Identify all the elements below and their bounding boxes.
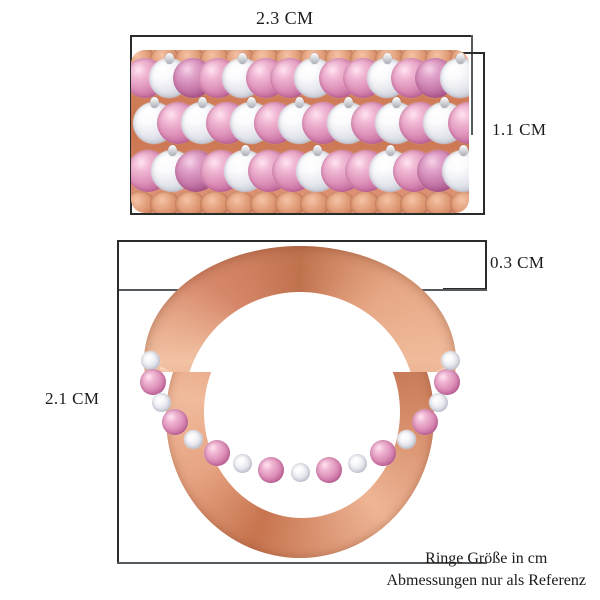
scallop-arc: [375, 191, 405, 213]
prong-setting: [440, 97, 450, 108]
crown-gemstone-pink: [203, 440, 230, 467]
crown-gemstone-white: [140, 350, 160, 370]
dimension-label-height: 1.1 CM: [492, 120, 547, 139]
ring-side-view-image: [130, 240, 470, 560]
ring-front-view-image: [131, 50, 469, 213]
scallop-arc: [200, 191, 230, 213]
gemstone-white: [439, 58, 469, 98]
ring-crown: [138, 240, 462, 372]
crown-gemstone-pink: [162, 409, 189, 436]
crown-gemstone-white: [233, 453, 253, 473]
prong-setting: [240, 145, 250, 156]
prong-setting: [343, 97, 353, 108]
prong-setting: [246, 97, 256, 108]
prong-setting: [237, 53, 247, 64]
prong-setting: [383, 53, 392, 64]
measure-line-profile-left: [117, 240, 119, 564]
measure-line-thickness-right: [485, 240, 487, 290]
prong-setting: [392, 97, 401, 108]
scallop-edge-bottom: [131, 191, 469, 213]
measure-line-profile-bottom: [117, 562, 487, 564]
prong-setting: [313, 145, 323, 156]
scallop-arc: [350, 191, 380, 213]
prong-setting: [198, 97, 208, 108]
crown-gemstone-pink: [139, 368, 166, 395]
crown-gemstone-pink: [316, 456, 343, 483]
measure-line-height-bottom: [443, 213, 485, 215]
crown-gemstone-white: [151, 393, 171, 413]
crown-gemstone-pink: [434, 368, 461, 395]
dimension-label-overall-height: 2.1 CM: [45, 389, 100, 408]
scallop-arc: [325, 191, 355, 213]
scallop-arc: [131, 191, 155, 213]
measure-line-top-horizontal: [130, 35, 473, 37]
scallop-arc: [300, 191, 330, 213]
crown-gemstone-white: [440, 350, 460, 370]
measure-line-profile-top: [117, 240, 487, 242]
caption-line-2: Abmessungen nur als Referenz: [386, 572, 587, 589]
crown-gemstone-white: [347, 453, 367, 473]
prong-setting: [165, 53, 175, 64]
dimension-label-width: 2.3 CM: [256, 8, 314, 28]
prong-setting: [150, 97, 159, 108]
scallop-arc: [450, 191, 469, 213]
caption-block: Ringe Größe in cm Abmessungen nur als Re…: [387, 548, 587, 592]
prong-setting: [295, 97, 305, 108]
scallop-arc: [400, 191, 430, 213]
prong-setting: [168, 145, 178, 156]
measure-line-height-right: [483, 52, 485, 215]
prong-setting: [455, 53, 465, 64]
measure-line-face-bottom: [130, 213, 473, 215]
measure-line-face-right-inner: [471, 35, 473, 135]
crown-gemstone-white: [184, 429, 204, 449]
prong-setting: [458, 145, 468, 156]
crown-gemstone-white: [290, 462, 310, 482]
scallop-arc: [425, 191, 455, 213]
scallop-arc: [150, 191, 180, 213]
dimension-label-thickness: 0.3 CM: [490, 253, 545, 272]
scallop-arc: [175, 191, 205, 213]
caption-line-1: Ringe Größe in cm: [425, 550, 548, 567]
crown-gemstone-pink: [257, 456, 284, 483]
crown-gemstone-pink: [411, 409, 438, 436]
gemstone-pink: [447, 102, 469, 144]
prong-setting: [310, 53, 320, 64]
crown-gemstone-pink: [370, 440, 397, 467]
scallop-arc: [250, 191, 280, 213]
prong-setting: [386, 145, 395, 156]
scallop-arc: [275, 191, 305, 213]
gemstone-pave-field: [131, 50, 469, 213]
scallop-arc: [225, 191, 255, 213]
crown-gemstone-white: [429, 393, 449, 413]
crown-gemstone-row: [130, 240, 470, 560]
ring-band-body: [131, 50, 469, 213]
crown-gemstone-white: [396, 429, 416, 449]
